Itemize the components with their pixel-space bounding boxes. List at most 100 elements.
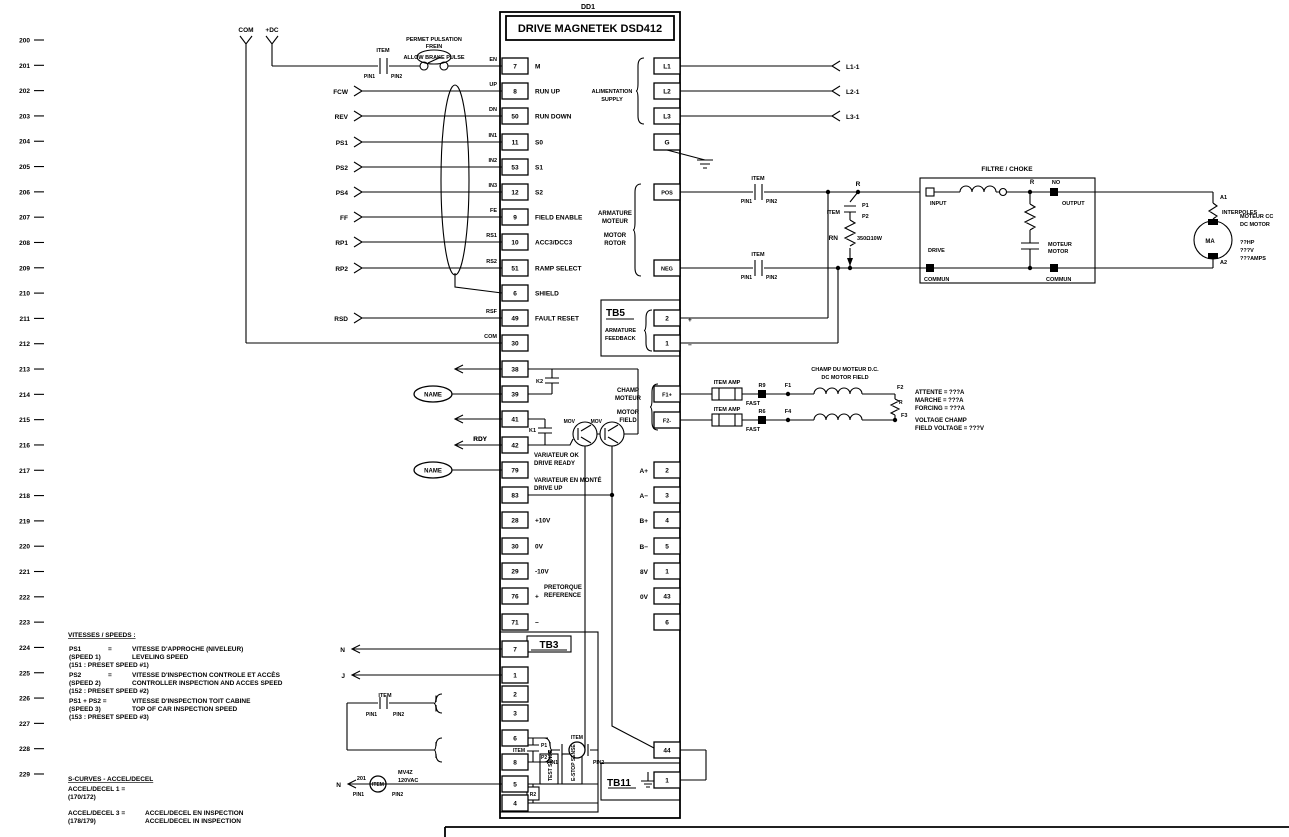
- terminal-number: 44: [663, 748, 671, 755]
- field-terminal-r9: [758, 390, 766, 398]
- signal-label: RP2: [335, 266, 348, 273]
- terminal-box: [501, 82, 529, 100]
- junction-dots: [609, 189, 1033, 498]
- terminal-number: 41: [511, 417, 519, 424]
- underlines: [531, 318, 636, 789]
- terminal-box: [501, 158, 529, 176]
- terminal-number: 71: [511, 620, 519, 627]
- brace: [632, 183, 642, 277]
- signal-label: FF: [340, 215, 348, 222]
- dc-source-label: +DC: [265, 27, 278, 34]
- sp2-eq: =: [108, 672, 112, 679]
- pin-label: RSF: [486, 309, 498, 315]
- terminal-number: 76: [511, 594, 519, 601]
- terminal-box: [501, 794, 529, 812]
- fuse1-fast: FAST: [746, 401, 761, 407]
- sp3-key-en: (SPEED 3): [69, 706, 101, 713]
- ruler-row-label: 200: [19, 38, 30, 45]
- output-wire: [453, 440, 502, 450]
- ruler-row-label: 219: [19, 518, 30, 525]
- terminal-number: 12: [511, 190, 519, 197]
- coil-201-number: 201: [357, 776, 366, 782]
- f3-label: F3: [901, 413, 907, 419]
- coil-201-item: ITEM: [372, 782, 384, 788]
- r2-box: [526, 786, 540, 801]
- tb3-pcontact-item: ITEM: [513, 748, 525, 754]
- terminal-box: [501, 284, 529, 302]
- pin-label: IN2: [488, 158, 497, 164]
- terminal-number: F1+: [662, 393, 672, 399]
- sp2-preset: (152 : PRESET SPEED #2): [69, 688, 149, 695]
- sp1-key: PS1: [69, 646, 82, 653]
- filter-motor-label: MOTOR: [1048, 249, 1068, 255]
- armature-label-3: MOTOR: [604, 233, 627, 239]
- accel3-params: (178/179): [68, 818, 96, 825]
- terminal-box: [653, 334, 681, 352]
- tb3-pcontact-p1: P1: [541, 743, 547, 749]
- alim-label-1: ALIMENTATION: [592, 89, 633, 95]
- coil-201-pin1: PIN1: [353, 792, 364, 798]
- l1-1-label: L1-1: [846, 64, 860, 71]
- fuse2-fast: FAST: [746, 427, 761, 433]
- pin-label: EN: [489, 57, 497, 63]
- mv4z-label: MV4Z: [398, 770, 413, 776]
- drive-up-fr: VARIATEUR EN MONTÉ: [534, 476, 601, 484]
- terminal-number: 29: [511, 569, 519, 576]
- terminal-box: [501, 183, 529, 201]
- accel3-fr: ACCEL/DECEL EN INSPECTION: [145, 810, 244, 817]
- sp3-en: TOP OF CAR INSPECTION SPEED: [132, 706, 238, 713]
- l2-1-label: L2-1: [846, 89, 860, 96]
- relay-coil-tb3: [568, 741, 586, 759]
- tb3-coil-pin1: PIN1: [547, 760, 558, 766]
- r-node-label: R: [856, 181, 861, 188]
- output-label: N: [340, 647, 345, 654]
- pretorque-label-2: REFERENCE: [544, 593, 581, 599]
- terminal-number: 6: [665, 620, 669, 627]
- accel1-label: ACCEL/DECEL 1 =: [68, 786, 125, 793]
- sp1-en: LEVELING SPEED: [132, 654, 189, 661]
- terminal-label: SHIELD: [535, 291, 559, 298]
- terminal-box: [501, 107, 529, 125]
- tb3-coil-item: ITEM: [571, 735, 583, 741]
- field-label-1: MOTOR: [617, 410, 640, 416]
- ruler-row-label: 202: [19, 88, 30, 95]
- component-boxes: [369, 11, 1233, 819]
- pin-label: RS1: [486, 233, 497, 239]
- terminal-number: 43: [663, 594, 671, 601]
- terminal-number: 1: [665, 341, 669, 348]
- cable-shield-loop: [440, 84, 470, 276]
- signal-label: RSD: [334, 316, 348, 323]
- row-ruler: 2002012022032042052062072082092102112122…: [19, 38, 44, 778]
- a1-label: A1: [1220, 195, 1227, 201]
- coil-201-pin2: PIN2: [392, 792, 403, 798]
- terminal-box: [653, 309, 681, 327]
- motor-desc-2: DC MOTOR: [1240, 222, 1270, 228]
- terminal-box: [653, 537, 681, 555]
- terminal-box: [501, 486, 529, 504]
- terminal-number: 7: [513, 64, 517, 71]
- scurves-title: S-CURVES - ACCEL/DECEL: [68, 776, 153, 783]
- brake-pulse-contact-a: [419, 61, 429, 71]
- terminal-number: 42: [511, 443, 519, 450]
- ruler-row-label: 217: [19, 468, 30, 475]
- terminal-number: L1: [663, 64, 671, 71]
- neg-contact-pin1: PIN1: [741, 275, 752, 281]
- terminal-box: [653, 385, 681, 403]
- test-sense-label: TEST SENSE: [548, 749, 554, 781]
- ruler-row-label: 221: [19, 569, 30, 576]
- terminal-box: [653, 511, 681, 529]
- terminal-number: L3: [663, 114, 671, 121]
- terminal-number: 38: [511, 367, 519, 374]
- ruler-row-label: 225: [19, 670, 30, 677]
- motor-brush-top: [1208, 219, 1218, 225]
- terminal-box: [501, 775, 529, 793]
- interpoles-label: INTERPOLES: [1222, 210, 1257, 216]
- tb5-box: [600, 299, 681, 357]
- f2-label: F2: [897, 385, 903, 391]
- sp3-preset: (153 : PRESET SPEED #3): [69, 714, 149, 721]
- wiring-lines: [239, 35, 1289, 837]
- output-label: N: [336, 782, 341, 789]
- terminal-number: 8: [513, 89, 517, 96]
